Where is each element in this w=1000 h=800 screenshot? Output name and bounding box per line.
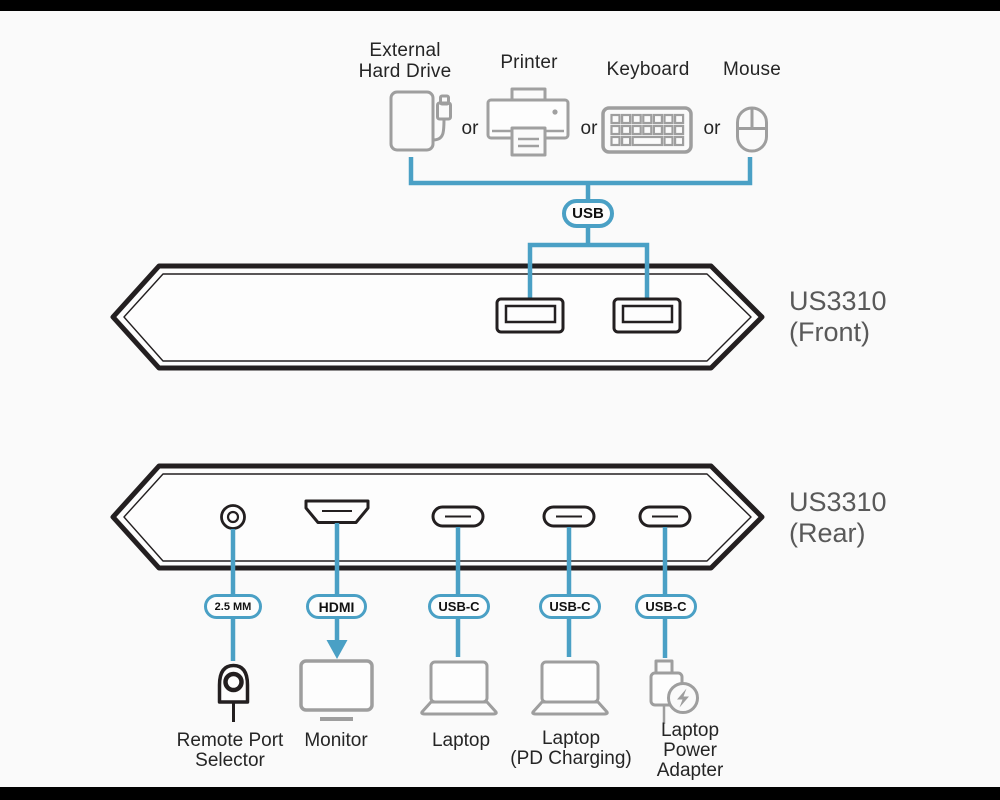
printer-label: Printer xyxy=(500,52,558,73)
usb-a-port-icon xyxy=(495,297,565,334)
keyboard-icon xyxy=(601,106,693,154)
laptop-power-adapter-label: Laptop Power Adapter xyxy=(656,720,724,781)
or-separator: or xyxy=(580,118,598,139)
usb-c-tag: USB-C xyxy=(539,594,601,619)
external-hard-drive-icon xyxy=(389,90,452,152)
mouse-icon xyxy=(736,106,768,153)
usb-c-port-icon xyxy=(638,505,692,528)
front-device-outline xyxy=(110,263,765,371)
hdmi-arrowhead-icon xyxy=(326,640,348,659)
remote-port-selector-icon xyxy=(217,663,250,722)
usb-c-tag: USB-C xyxy=(428,594,490,619)
or-separator: or xyxy=(461,118,479,139)
front-device-title: US3310 (Front) xyxy=(789,286,887,347)
letterbox-top xyxy=(0,0,1000,11)
remote-port-selector-label: Remote Port Selector xyxy=(176,730,284,771)
keyboard-label: Keyboard xyxy=(606,59,690,80)
mouse-label: Mouse xyxy=(722,59,782,80)
usb-c-port-icon xyxy=(542,505,596,528)
audio-jack-port-icon xyxy=(220,504,246,530)
usb-connection-lines xyxy=(408,157,753,299)
usb-tag: USB xyxy=(562,199,614,228)
usb-c-tag: USB-C xyxy=(635,594,697,619)
monitor-icon xyxy=(299,659,374,721)
or-separator: or xyxy=(703,118,721,139)
rear-device-title: US3310 (Rear) xyxy=(789,487,887,548)
laptop-label: Laptop xyxy=(431,730,491,751)
laptop-power-adapter-icon xyxy=(649,659,699,724)
audio-jack-tag: 2.5 MM xyxy=(204,594,262,619)
monitor-label: Monitor xyxy=(304,730,368,751)
external-hard-drive-label: External Hard Drive xyxy=(358,40,452,82)
printer-icon xyxy=(486,87,570,157)
laptop-icon xyxy=(531,660,609,716)
hdmi-port-icon xyxy=(304,499,370,524)
laptop-pd-charging-label: Laptop (PD Charging) xyxy=(510,728,632,769)
hdmi-tag: HDMI xyxy=(306,594,367,619)
usb-c-port-icon xyxy=(431,505,485,528)
usb-a-port-icon xyxy=(612,297,682,334)
laptop-icon xyxy=(420,660,498,716)
letterbox-bottom xyxy=(0,787,1000,800)
